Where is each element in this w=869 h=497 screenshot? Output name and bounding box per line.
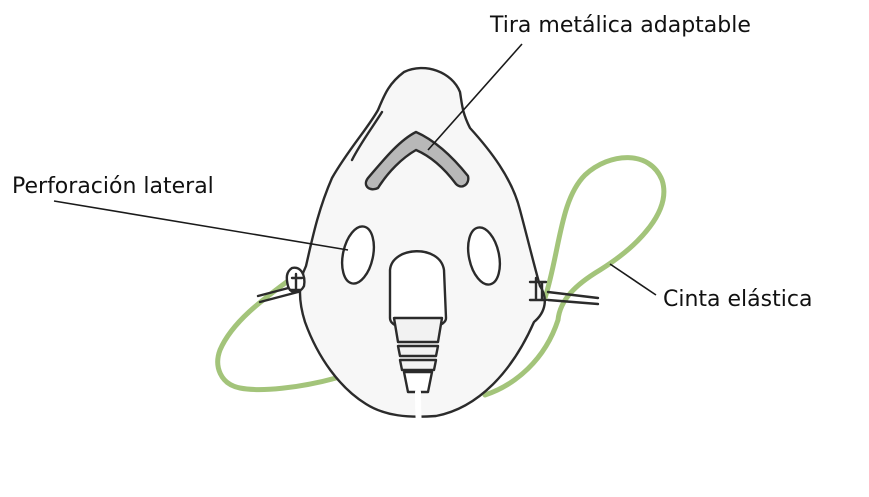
leader-elastic-band xyxy=(610,264,656,295)
label-elastic-band: Cinta elástica xyxy=(663,287,812,312)
label-metal-strip: Tira metálica adaptable xyxy=(489,13,751,38)
elastic-band-right-tab xyxy=(548,292,598,304)
connector-collar xyxy=(394,318,442,342)
connector-ring-2 xyxy=(400,360,436,370)
leader-side-hole xyxy=(54,201,348,250)
label-side-hole: Perforación lateral xyxy=(12,174,214,199)
connector-ring-1 xyxy=(398,346,438,356)
band-clip-left xyxy=(287,268,305,292)
